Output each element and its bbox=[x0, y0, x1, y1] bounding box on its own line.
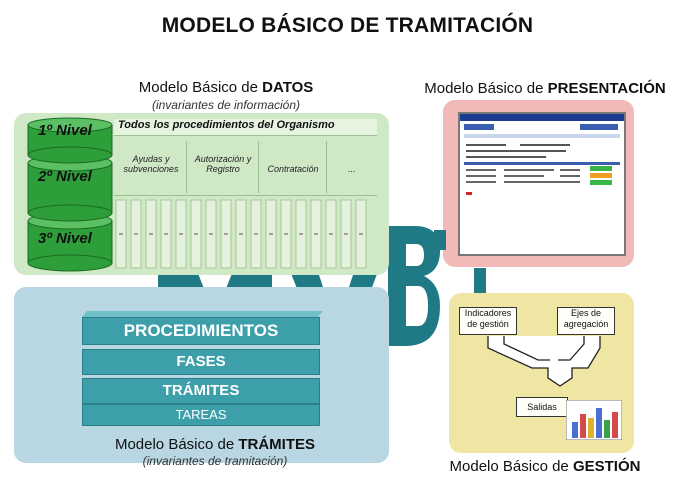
level-1-label: 1º Nivel bbox=[38, 122, 92, 139]
layer-tareas: TAREAS bbox=[82, 404, 320, 426]
level-2-label: 2º Nivel bbox=[38, 168, 92, 185]
level-3-procedure-columns bbox=[115, 199, 367, 269]
category-divider bbox=[326, 141, 327, 193]
datos-model-subtitle: (invariantes de información) bbox=[151, 98, 301, 112]
web-app-screenshot-thumbnail bbox=[458, 112, 626, 256]
page-title: MODELO BÁSICO DE TRAMITACIÓN bbox=[161, 14, 534, 37]
connector-bar bbox=[474, 268, 486, 294]
tramites-model-title: Modelo Básico de TRÁMITES bbox=[60, 436, 370, 453]
database-cylinders bbox=[27, 117, 113, 272]
categories-row bbox=[114, 137, 377, 196]
procedures-header-text: Todos los procedimientos del Organismo bbox=[118, 119, 335, 131]
datos-title-bold: DATOS bbox=[262, 79, 314, 96]
category-autorizacion: Autorización y Registro bbox=[194, 154, 252, 174]
box-ejes: Ejes de agregación bbox=[557, 307, 615, 335]
presentacion-title-bold: PRESENTACIÓN bbox=[547, 80, 666, 97]
procedures-header: Todos los procedimientos del Organismo bbox=[114, 119, 377, 136]
tramites-model-subtitle: (invariantes de tramitación) bbox=[142, 454, 288, 468]
box-salidas: Salidas bbox=[516, 397, 568, 417]
layer-tramites: TRÁMITES bbox=[82, 378, 320, 404]
box-indicadores: Indicadores de gestión bbox=[459, 307, 517, 335]
gestion-model-title: Modelo Básico de GESTIÓN bbox=[410, 458, 680, 475]
layer-fases: FASES bbox=[82, 349, 320, 375]
category-divider bbox=[186, 141, 187, 193]
layer-top-face bbox=[82, 311, 324, 317]
tramites-title-bold: TRÁMITES bbox=[238, 436, 316, 453]
category-ayudas: Ayudas y subvenciones bbox=[123, 154, 179, 174]
layer-procedimientos: PROCEDIMIENTOS bbox=[82, 317, 320, 345]
connector-bar bbox=[434, 230, 446, 250]
gestion-title-bold: GESTIÓN bbox=[572, 458, 641, 475]
category-more: ... bbox=[348, 164, 356, 174]
category-contratacion: Contratación bbox=[267, 164, 319, 174]
presentacion-title-prefix: Modelo Básico de bbox=[424, 80, 548, 97]
merge-arrow bbox=[487, 336, 601, 387]
tramites-title-prefix: Modelo Básico de bbox=[114, 436, 239, 453]
datos-model-title: Modelo Básico de DATOS bbox=[86, 79, 366, 96]
category-divider bbox=[258, 141, 259, 193]
gestion-title-prefix: Modelo Básico de bbox=[449, 458, 573, 475]
level-3-label: 3º Nivel bbox=[38, 230, 92, 247]
bar-chart-icon bbox=[566, 400, 622, 440]
datos-title-prefix: Modelo Básico de bbox=[138, 79, 263, 96]
presentacion-model-title: Modelo Básico de PRESENTACIÓN bbox=[395, 80, 695, 97]
screen-content-image bbox=[460, 114, 624, 195]
